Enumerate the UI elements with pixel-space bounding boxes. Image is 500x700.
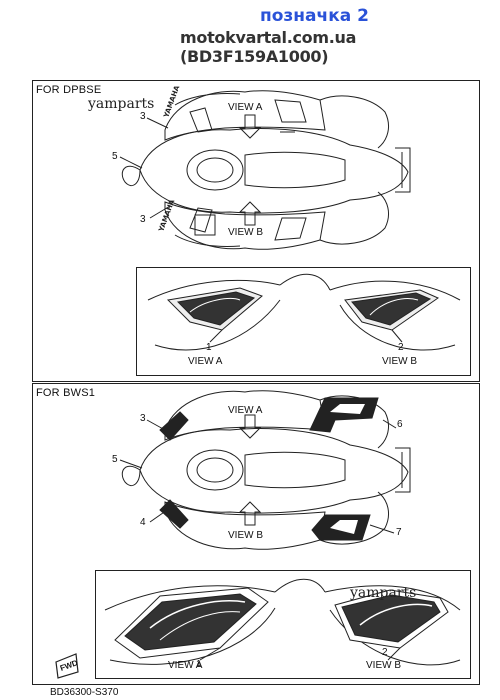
callout-3-upper: 3 [140,111,146,122]
inset-view-b: VIEW B [382,356,418,367]
page-title: позначка 2 [260,6,369,26]
inset-view-a: VIEW A [168,660,203,671]
callout-6: 6 [397,419,403,430]
watermark: yamparts [88,96,155,112]
source-caption: motokvartal.com.ua (BD3F159A1000) [180,28,357,66]
view-b-label: VIEW B [228,227,264,238]
inset-callout-2: 2 [382,647,388,658]
callout-4: 4 [140,517,146,528]
inset-view-a: VIEW A [188,356,223,367]
section-label: FOR DPBSE [36,84,102,96]
callout-5: 5 [112,454,118,465]
section-label: FOR BWS1 [36,387,96,399]
callout-7: 7 [396,527,402,538]
view-b-label: VIEW B [228,530,264,541]
callout-5: 5 [112,151,118,162]
callout-3: 3 [140,413,146,424]
watermark: yamparts [350,585,417,601]
view-a-label: VIEW A [228,102,263,113]
inset-view-b: VIEW B [366,660,402,671]
inset-callout-1: 1 [196,659,202,670]
inset-callout-2: 2 [398,342,404,353]
view-a-label: VIEW A [228,405,263,416]
inset-callout-1: 1 [206,342,212,353]
drawing-code: BD36300-S370 [50,687,119,698]
callout-3-lower: 3 [140,214,146,225]
